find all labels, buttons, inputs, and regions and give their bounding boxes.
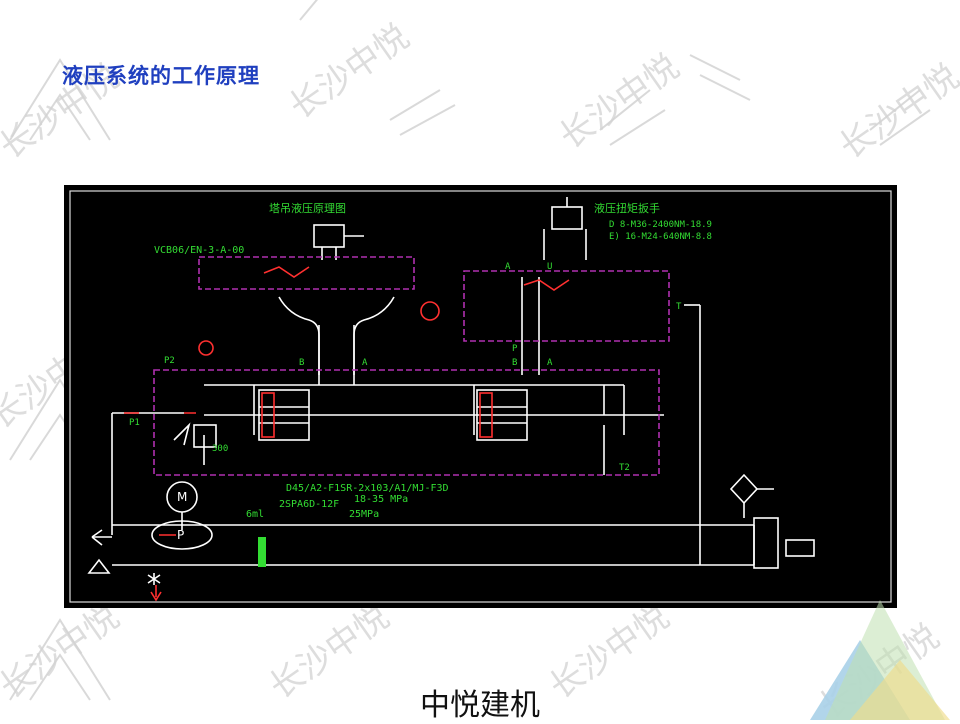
pump-flow: 6ml: [246, 509, 264, 520]
page-title: 液压系统的工作原理: [62, 64, 260, 88]
filter-symbol: [87, 558, 111, 574]
directional-valve-left: [258, 389, 310, 441]
valve-box-main: [153, 369, 660, 476]
diagram-frame: [69, 190, 892, 603]
relief-label: 300: [212, 444, 228, 454]
port-b-left: B: [299, 358, 304, 368]
motor-label: M: [177, 490, 187, 504]
pressure-range: 18-35 MPa: [354, 494, 408, 505]
port-a-left: A: [362, 358, 368, 368]
level-indicator: [258, 537, 266, 567]
valve-box-top-left: [198, 256, 415, 290]
spec-right-1: D 8-M36-2400NM-18.9: [609, 220, 712, 230]
port-u-top: U: [547, 262, 552, 272]
port-a-right: A: [547, 358, 553, 368]
port-p1: P1: [129, 418, 140, 428]
hydraulic-schematic: 塔吊液压原理图 液压扭矩扳手 D 8-M36-2400NM-18.9 E) 16…: [64, 185, 897, 608]
pump-pressure: 25MPa: [349, 509, 379, 520]
port-b-right: B: [512, 358, 517, 368]
spec-right-2: E) 16-M24-640NM-8.8: [609, 232, 712, 242]
valve-model-bottom: D45/A2-F1SR-2x103/A1/MJ-F3D: [286, 483, 449, 494]
port-t-right: T: [676, 302, 682, 312]
level-gauge: [785, 539, 815, 557]
port-a-top: A: [505, 262, 511, 272]
port-p-right: P: [512, 344, 518, 354]
diagram-title-left: 塔吊液压原理图: [269, 201, 346, 215]
logo-triangle-yellow: [850, 660, 950, 720]
valve-box-top-right: [463, 270, 670, 342]
diagram-title-right: 液压扭矩扳手: [594, 201, 660, 215]
port-p2: P2: [164, 356, 175, 366]
footer-brand: 中悦建机: [420, 688, 540, 723]
valve-model-top: VCB06/EN-3-A-00: [154, 245, 244, 256]
directional-valve-right: [476, 389, 528, 441]
pump-symbol: [151, 520, 213, 550]
port-t2: T2: [619, 463, 630, 473]
pump-model: 2SPA6D-12F: [279, 499, 339, 510]
pump-label: P: [177, 528, 184, 542]
relief-valve: [193, 424, 217, 448]
